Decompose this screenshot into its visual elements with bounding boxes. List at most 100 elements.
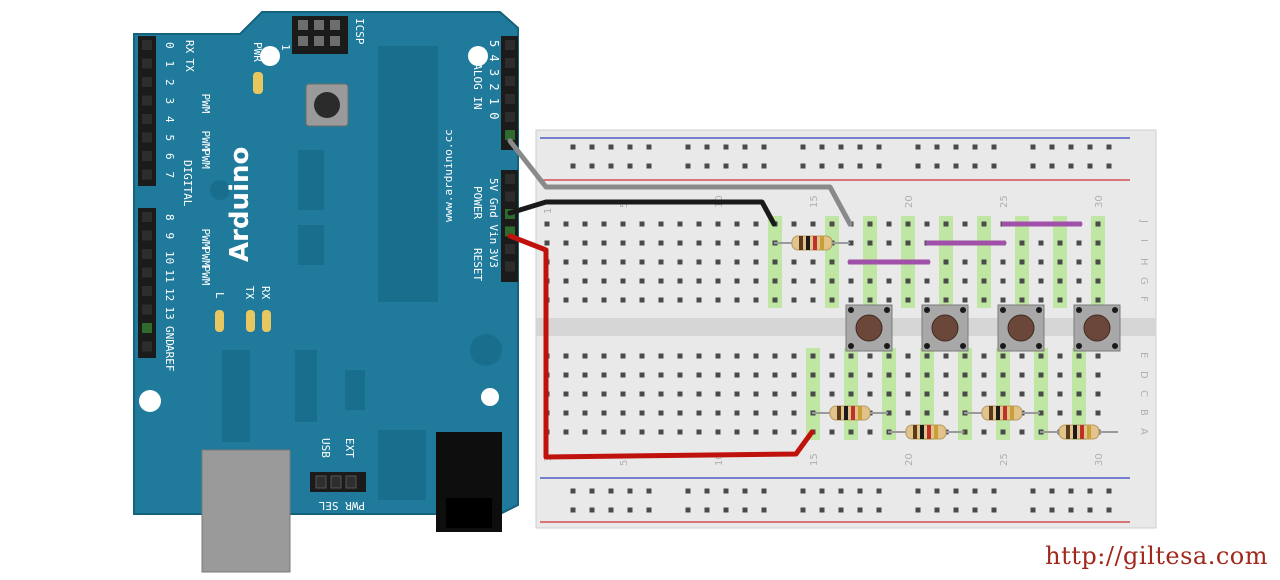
jumper-wires <box>847 221 1083 265</box>
push-button-cap <box>1083 314 1111 342</box>
rail-hole <box>915 144 921 150</box>
resistor-band <box>934 425 938 439</box>
rail-hole <box>723 163 729 169</box>
push-button-foot <box>884 343 890 349</box>
breadboard-hole <box>715 221 721 227</box>
resistor-band <box>844 406 848 420</box>
digital-pin-number: 0 <box>163 42 176 49</box>
breadboard-hole <box>677 391 683 397</box>
site-watermark: http://giltesa.com <box>1045 542 1268 570</box>
digital-pin <box>142 249 152 259</box>
breadboard-hole <box>810 259 816 265</box>
breadboard-hole <box>1038 278 1044 284</box>
website-label: www.arduino.cc <box>442 129 455 222</box>
reset-button-cap <box>314 92 340 118</box>
rail-hole <box>627 144 633 150</box>
icsp-pin <box>330 20 340 30</box>
breadboard-hole <box>658 372 664 378</box>
analog-label: ANALOG IN <box>471 50 484 110</box>
digital-pin <box>142 230 152 241</box>
aref-label: AREF <box>163 345 176 372</box>
resistor-band <box>1080 425 1084 439</box>
breadboard-hole <box>886 410 892 416</box>
rail-hole <box>1030 144 1036 150</box>
chip-silhouette <box>378 46 438 302</box>
breadboard-hole <box>715 391 721 397</box>
breadboard-hole <box>943 221 949 227</box>
breadboard-hole <box>753 391 759 397</box>
rail-hole <box>589 144 595 150</box>
breadboard-hole <box>791 278 797 284</box>
breadboard-hole <box>734 297 740 303</box>
column-number: 15 <box>809 195 820 208</box>
breadboard-hole <box>924 410 930 416</box>
breadboard-hole <box>677 240 683 246</box>
breadboard-hole <box>734 429 740 435</box>
breadboard-hole <box>791 353 797 359</box>
breadboard-hole <box>582 297 588 303</box>
mount-hole <box>481 388 499 406</box>
pwm-label: PWM <box>199 131 212 151</box>
breadboard-hole <box>677 353 683 359</box>
breadboard-hole <box>1095 297 1101 303</box>
breadboard-hole <box>563 278 569 284</box>
breadboard-hole <box>1019 391 1025 397</box>
row-letter: B <box>1138 409 1149 416</box>
breadboard-hole <box>1000 391 1006 397</box>
breadboard-hole <box>905 278 911 284</box>
breadboard-hole <box>924 391 930 397</box>
breadboard-hole <box>1057 259 1063 265</box>
breadboard-hole <box>943 278 949 284</box>
led-l-label: L <box>213 292 226 299</box>
row-letter: J <box>1138 219 1149 223</box>
column-number: 20 <box>904 453 915 466</box>
breadboard-hole <box>1095 240 1101 246</box>
breadboard-hole <box>696 391 702 397</box>
breadboard-hole <box>772 372 778 378</box>
rail-hole <box>876 507 882 513</box>
rail-hole <box>627 163 633 169</box>
breadboard-hole <box>1038 259 1044 265</box>
breadboard-hole <box>620 221 626 227</box>
rail-hole <box>1068 163 1074 169</box>
breadboard-hole <box>962 372 968 378</box>
icsp-pin <box>330 36 340 46</box>
push-button-foot <box>960 307 966 313</box>
breadboard-hole <box>620 278 626 284</box>
rail-hole <box>1030 163 1036 169</box>
breadboard-hole <box>943 372 949 378</box>
breadboard-hole <box>981 259 987 265</box>
breadboard-hole <box>962 259 968 265</box>
breadboard-hole <box>563 297 569 303</box>
breadboard-hole <box>620 391 626 397</box>
digital-pin <box>142 212 152 222</box>
usb-label: USB <box>319 438 332 458</box>
resistors <box>774 235 1118 440</box>
digital-pin-number: 13 <box>163 307 176 320</box>
icsp-pin <box>298 36 308 46</box>
breadboard-hole <box>658 259 664 265</box>
resistor-band <box>1066 425 1070 439</box>
column-number: 15 <box>809 453 820 466</box>
rail-hole <box>972 163 978 169</box>
breadboard-hole <box>810 372 816 378</box>
breadboard-hole <box>658 240 664 246</box>
breadboard-hole <box>791 410 797 416</box>
mount-hole <box>260 46 280 66</box>
breadboard-hole <box>905 391 911 397</box>
breadboard-hole <box>867 278 873 284</box>
breadboard-hole <box>1057 278 1063 284</box>
breadboard-hole <box>848 297 854 303</box>
rail-hole <box>991 507 997 513</box>
column-number: 5 <box>619 460 630 466</box>
breadboard-hole <box>829 429 835 435</box>
icsp-pin <box>314 20 324 30</box>
breadboard-hole <box>1057 391 1063 397</box>
breadboard-hole <box>677 297 683 303</box>
rail-hole <box>704 488 710 494</box>
reset-label: RESET <box>471 248 484 281</box>
breadboard-hole <box>696 410 702 416</box>
digital-pin-name: RX <box>183 40 196 54</box>
rail-hole <box>857 163 863 169</box>
mount-hole <box>468 46 488 66</box>
